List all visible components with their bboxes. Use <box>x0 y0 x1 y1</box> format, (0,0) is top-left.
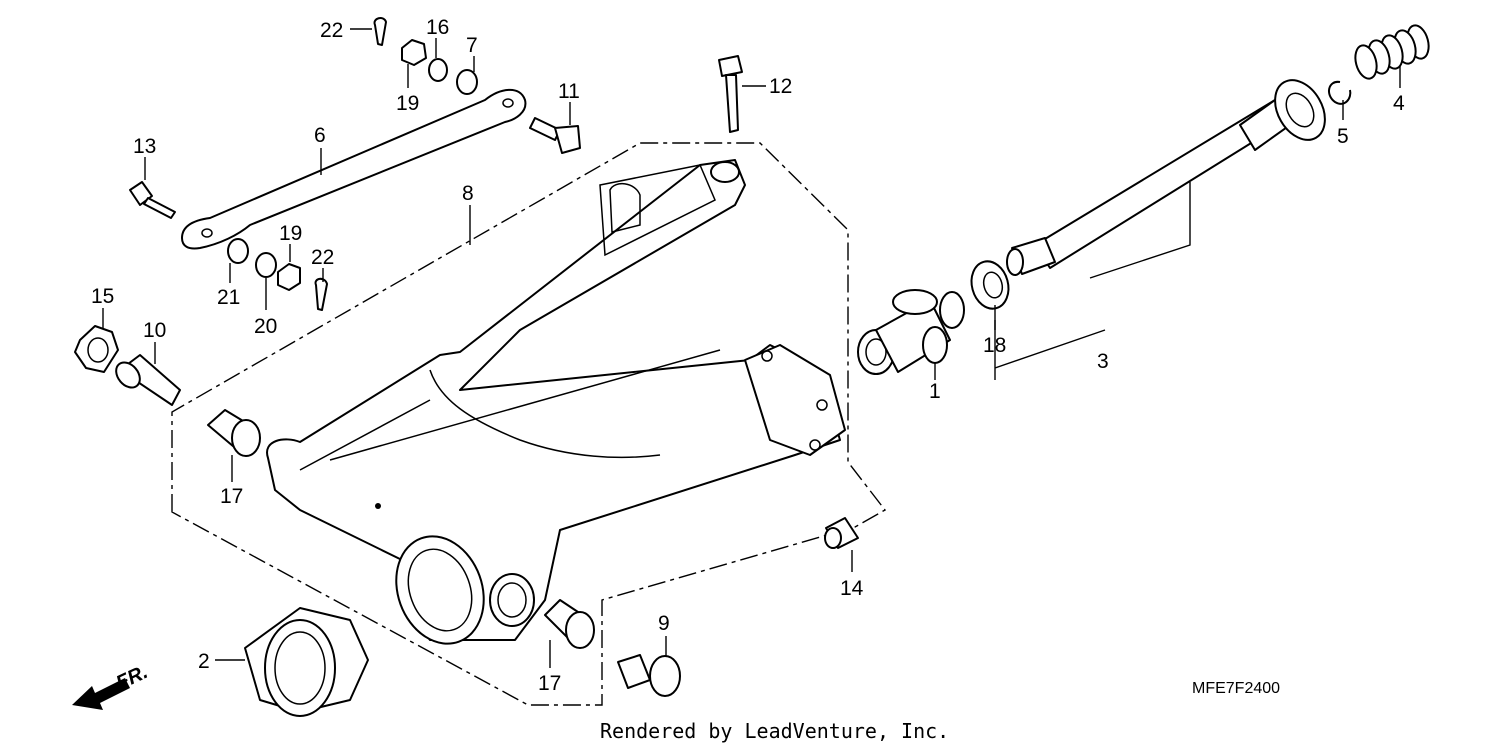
callout-15: 15 <box>91 285 114 308</box>
bearing-18-part[interactable] <box>966 257 1013 313</box>
callout-2: 2 <box>198 650 210 673</box>
render-credit: Rendered by LeadVenture, Inc. <box>600 719 949 743</box>
cotter-pin-22-upper-part[interactable] <box>373 17 387 46</box>
boot-2-part[interactable] <box>244 607 369 717</box>
callout-14: 14 <box>840 577 864 600</box>
callout-4: 4 <box>1393 92 1405 115</box>
callout-12: 12 <box>769 75 792 98</box>
torque-rod-part[interactable] <box>181 88 527 250</box>
washer-21-part[interactable] <box>227 238 249 264</box>
callout-5: 5 <box>1337 125 1349 148</box>
callout-16: 16 <box>426 16 449 39</box>
callout-9: 9 <box>658 612 670 635</box>
washer-20-part[interactable] <box>255 252 277 278</box>
callout-6: 6 <box>314 124 326 147</box>
universal-joint-part[interactable] <box>857 289 965 375</box>
callout-22b: 22 <box>311 246 334 269</box>
pivot-bolt-10-part[interactable] <box>111 354 181 406</box>
bolt-12-part[interactable] <box>718 55 743 133</box>
bearing-17-lower-part[interactable] <box>544 599 595 649</box>
callout-21: 21 <box>217 286 240 309</box>
callout-19b: 19 <box>279 222 302 245</box>
callout-13: 13 <box>133 135 156 158</box>
callout-8: 8 <box>462 182 474 205</box>
bolt-11-part[interactable] <box>529 117 581 154</box>
callout-18: 18 <box>983 334 1006 357</box>
swingarm-part[interactable] <box>266 159 846 656</box>
swingarm-group-outline <box>171 142 887 706</box>
washer-16-part[interactable] <box>428 58 448 82</box>
callout-17b: 17 <box>538 672 561 695</box>
nut-19-upper-part[interactable] <box>401 39 427 66</box>
plug-9-part[interactable] <box>617 654 681 697</box>
front-arrow-icon <box>72 678 130 710</box>
circlip-part[interactable] <box>1328 80 1352 105</box>
callout-17a: 17 <box>220 485 243 508</box>
drive-shaft-part[interactable] <box>1006 71 1335 276</box>
callout-1: 1 <box>929 380 941 403</box>
callout-7: 7 <box>466 34 478 57</box>
bolt-13-part[interactable] <box>129 181 176 219</box>
washer-7-part[interactable] <box>456 69 478 95</box>
callout-22a: 22 <box>320 19 343 42</box>
callout-19a: 19 <box>396 92 419 115</box>
cotter-pin-22-lower-part[interactable] <box>314 277 328 311</box>
bearing-17-upper-part[interactable] <box>207 409 261 457</box>
spring-part[interactable] <box>1352 23 1432 81</box>
lock-nut-15-part[interactable] <box>74 325 119 373</box>
callout-10: 10 <box>143 319 166 342</box>
collar-14-part[interactable] <box>824 517 859 549</box>
diagram-code: MFE7F2400 <box>1192 680 1280 697</box>
nut-19-lower-part[interactable] <box>277 263 301 291</box>
callout-20: 20 <box>254 315 277 338</box>
callout-11: 11 <box>558 80 580 103</box>
front-direction-indicator: FR. <box>72 661 151 710</box>
callout-3: 3 <box>1097 350 1109 373</box>
